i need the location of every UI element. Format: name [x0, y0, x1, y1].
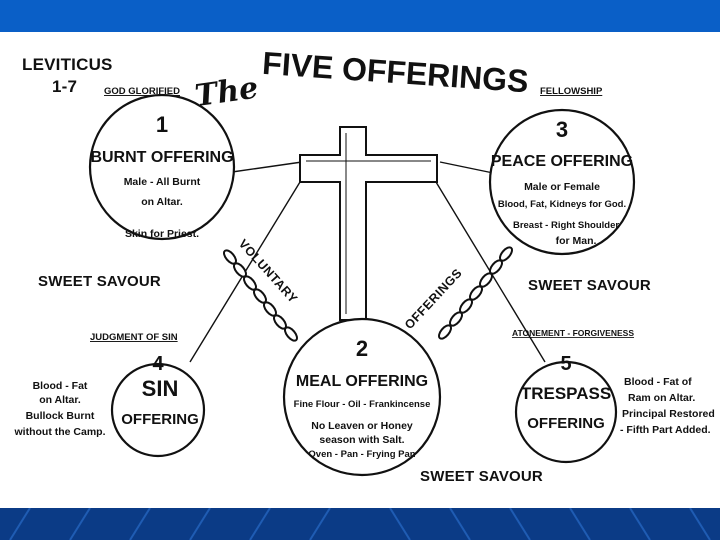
top-bar	[0, 0, 720, 32]
offering-line: Male - All Burnt	[124, 176, 201, 188]
aroma-label: SWEET SAVOUR	[420, 468, 543, 485]
bottom-bar	[0, 508, 720, 540]
offering-note: Principal Restored	[622, 408, 715, 420]
offering-note: Blood - Fat	[33, 380, 88, 392]
offering-circle	[88, 93, 236, 241]
offering-name-line1: SIN	[142, 376, 179, 401]
bottom-bar-pattern	[9, 508, 711, 540]
offering-note: on Altar.	[39, 394, 81, 406]
offering-name-line2: OFFERING	[527, 415, 605, 432]
chain-left-icon	[223, 249, 298, 342]
offering-name: BURNT OFFERING	[90, 149, 233, 166]
diagonal-stripes	[9, 508, 711, 540]
offering-name-line1: TRESPASS	[521, 384, 611, 403]
offering-note: - Fifth Part Added.	[620, 424, 711, 436]
offering-number: 1	[156, 112, 168, 137]
offering-name-line2: OFFERING	[121, 411, 199, 428]
offering-note: Blood - Fat of	[624, 376, 692, 388]
offering-number: 4	[152, 353, 164, 375]
offering-line: Fine Flour - Oil - Frankincense	[294, 399, 431, 410]
offering-line: season with Salt.	[319, 434, 404, 446]
offering-number: 3	[556, 117, 568, 142]
offering-line: on Altar.	[141, 196, 183, 208]
aroma-label: SWEET SAVOUR	[38, 273, 161, 290]
category-label: ATONEMENT - FORGIVENESS	[512, 328, 634, 338]
offering-number: 5	[560, 353, 571, 375]
offering-name: PEACE OFFERING	[491, 153, 633, 170]
offering-line: Oven - Pan - Frying Pan	[308, 449, 415, 460]
aroma-label: SWEET SAVOUR	[528, 277, 651, 294]
offering-line: for Man.	[556, 235, 597, 247]
five-offerings-diagram: The FIVE OFFERINGS LEVITICUS 1-7 VOLUNTA…	[14, 45, 715, 485]
offering-peace: FELLOWSHIP 3 PEACE OFFERING Male or Fema…	[488, 86, 651, 294]
offering-line: Male or Female	[524, 181, 600, 193]
offering-trespass: ATONEMENT - FORGIVENESS 5 TRESPASS OFFER…	[512, 328, 715, 464]
offering-sin: JUDGMENT OF SIN 4 SIN OFFERING Blood - F…	[14, 332, 206, 458]
reference-chapters: 1-7	[52, 77, 77, 96]
offering-name: MEAL OFFERING	[296, 373, 428, 390]
offering-circle	[514, 360, 618, 464]
chain-right-icon	[438, 246, 513, 340]
offering-note: Ram on Altar.	[628, 392, 695, 404]
offering-circle	[282, 317, 442, 477]
category-label: FELLOWSHIP	[540, 86, 603, 97]
offering-line: No Leaven or Honey	[311, 420, 413, 432]
offering-meal: 2 MEAL OFFERING Fine Flour - Oil - Frank…	[282, 317, 543, 485]
slide-canvas: The FIVE OFFERINGS LEVITICUS 1-7 VOLUNTA…	[0, 32, 720, 508]
category-label: GOD GLORIFIED	[104, 86, 180, 97]
offering-circle	[488, 108, 636, 256]
reference-book: LEVITICUS	[22, 55, 113, 74]
title-main: FIVE OFFERINGS	[261, 45, 530, 100]
offering-note: Bullock Burnt	[26, 410, 95, 422]
offering-circle	[110, 362, 206, 458]
offering-burnt: GOD GLORIFIED 1 BURNT OFFERING Male - Al…	[38, 86, 236, 290]
offering-line: Skin for Priest.	[125, 228, 199, 240]
cross-icon	[299, 126, 438, 321]
title-prefix: The	[193, 71, 260, 114]
offering-line: Blood, Fat, Kidneys for God.	[498, 199, 626, 210]
offering-note: without the Camp.	[14, 426, 106, 438]
category-label: JUDGMENT OF SIN	[90, 332, 178, 343]
offering-number: 2	[356, 336, 368, 361]
offering-line: Breast - Right Shoulder	[513, 220, 619, 231]
